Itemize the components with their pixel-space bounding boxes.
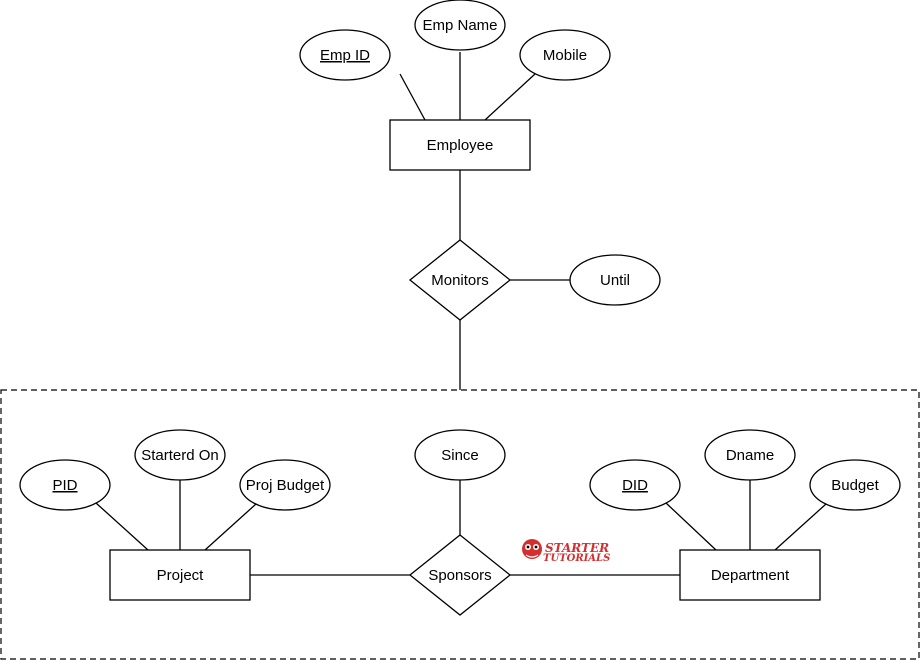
edge-mobile-employee — [484, 73, 536, 121]
relationship-sponsors-label: Sponsors — [428, 567, 491, 584]
attribute-mobile-label: Mobile — [543, 47, 587, 64]
entity-employee: Employee — [389, 119, 531, 171]
attribute-emp-name: Emp Name — [414, 0, 506, 51]
connectors — [95, 52, 827, 576]
attribute-dname: Dname — [704, 429, 796, 481]
attribute-proj-budget: Proj Budget — [239, 459, 331, 511]
attribute-emp-name-label: Emp Name — [422, 17, 497, 34]
attribute-until: Until — [569, 254, 661, 306]
attribute-did-label: DID — [622, 477, 648, 494]
watermark-line1: STARTER — [545, 541, 609, 555]
attribute-budget-label: Budget — [831, 477, 879, 494]
attribute-pid: PID — [19, 459, 111, 511]
edge-did-department — [665, 502, 717, 551]
watermark-logo: STARTER TUTORIALS — [522, 539, 610, 564]
attribute-budget: Budget — [809, 459, 901, 511]
edge-empid-employee — [399, 73, 426, 121]
attribute-emp-id-label: Emp ID — [320, 47, 370, 64]
edge-pid-project — [95, 502, 149, 551]
entity-department-label: Department — [711, 567, 790, 584]
attribute-emp-id: Emp ID — [299, 29, 391, 81]
entity-department: Department — [679, 549, 821, 601]
attribute-proj-budget-label: Proj Budget — [246, 477, 325, 494]
entity-project: Project — [109, 549, 251, 601]
mascot-icon — [522, 539, 542, 559]
attribute-mobile: Mobile — [519, 29, 611, 81]
attribute-dname-label: Dname — [726, 447, 774, 464]
attribute-started-on-label: Starterd On — [141, 447, 219, 464]
attribute-started-on: Starterd On — [134, 429, 226, 481]
aggregation-box — [0, 389, 920, 660]
attribute-since-label: Since — [441, 447, 479, 464]
attribute-did: DID — [589, 459, 681, 511]
relationship-monitors-label: Monitors — [431, 272, 489, 289]
watermark-line2: TUTORIALS — [543, 553, 610, 564]
entity-project-label: Project — [157, 567, 205, 584]
relationship-sponsors: Sponsors — [408, 534, 512, 616]
entity-employee-label: Employee — [427, 137, 494, 154]
relationship-monitors: Monitors — [408, 239, 512, 321]
attribute-pid-label: PID — [52, 477, 77, 494]
attribute-since: Since — [414, 429, 506, 481]
edge-budget-department — [774, 503, 827, 551]
attribute-until-label: Until — [600, 272, 630, 289]
edge-projbudget-project — [204, 503, 257, 551]
